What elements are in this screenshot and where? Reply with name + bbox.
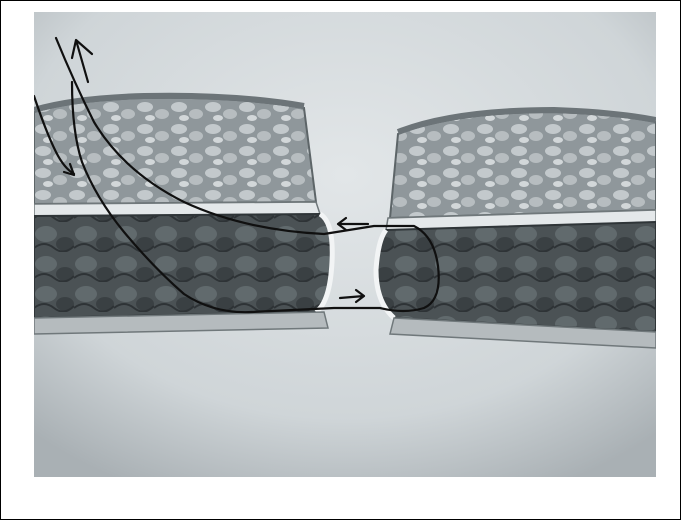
right-muscle-layer [376,222,656,332]
left-muscle-layer [34,214,332,318]
left-fat-layer [34,98,316,204]
tissue-illustration [34,12,656,477]
right-fat-layer [390,112,656,218]
left-tissue-block [34,96,332,334]
illustration-photo [34,12,656,477]
